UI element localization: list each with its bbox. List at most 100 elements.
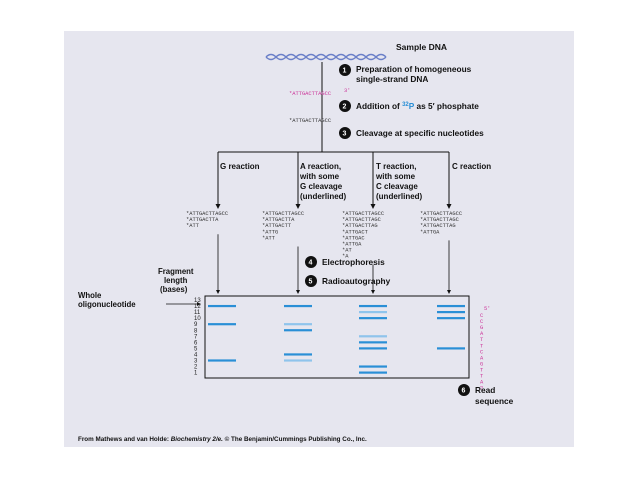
step-1-line-2: single-strand DNA [356,74,428,84]
band-lane-3-len-1 [359,371,387,374]
reaction-arrowhead-4 [446,204,452,209]
read-sequence-letter-11: T [480,374,484,380]
band-lane-2-len-9 [284,323,312,326]
step-6-line-1: Read [475,385,495,395]
reaction-3-seq-5: *ATTGAC [342,235,365,241]
band-lane-3-len-2 [359,365,387,368]
reaction-3-label-1: T reaction, [376,162,416,171]
step-1-line-1: Preparation of homogeneous [356,64,472,74]
whole-label-1: Whole [78,291,102,300]
step-4-label: Electrophoresis [322,257,385,267]
read-sequence-letter-8: A [480,355,484,361]
reaction-2-seq-5: *ATT [262,235,276,241]
length-tick-4: 4 [194,352,198,358]
gel-box [204,295,470,379]
whole-arrow-head [197,302,201,306]
reaction-3-seq-3: *ATTGACTTAG [342,223,378,229]
step-2: 2 Addition of 32P as 5′ phosphate [339,100,479,112]
footer-credit: From Mathews and van Holde: Biochemistry… [78,435,367,443]
reaction-1-label-1: G reaction [220,162,260,171]
read-sequence-letter-7: C [480,349,483,355]
read-sequence-letter-3: G [480,325,483,331]
step-1: 1 Preparation of homogeneous single-stra… [339,64,472,84]
step-5: 5 Radioautography [305,275,391,287]
reaction-3-label-4: (underlined) [376,192,423,201]
reaction-3-label-3: C cleavage [376,182,418,191]
step-3-line-1: Cleavage at specific nucleotides [356,128,484,138]
reaction-2-label-4: (underlined) [300,192,347,201]
band-lane-3-len-7 [359,335,387,338]
band-lane-4-len-12 [437,304,465,308]
reaction-arrowhead-2 [295,204,301,209]
reaction-3-seq-4: *ATTGACT [342,229,369,235]
length-tick-9: 9 [194,322,198,328]
reactions: G reaction *ATTGACTTAGCC *ATTGACTTA *ATT A r… [186,152,491,294]
reaction-3-seq-1: *ATTGACTTAGCC [342,211,384,217]
step-2-pre: Addition of [356,101,402,111]
step-5-number: 5 [309,279,313,286]
reaction-4-seq-2: *ATTGACTTAGC [420,217,459,223]
reaction-1-seq-3: *ATT [186,223,200,229]
read-sequence-letter-6: T [480,343,484,349]
lane-arrowhead-3 [371,290,375,294]
step-6-line-2: sequence [475,396,514,406]
step-1-number: 1 [343,68,347,75]
step-4: 4 Electrophoresis [305,256,385,268]
reaction-2-label-2: with some [299,172,340,181]
step-4-number: 4 [309,260,313,267]
step-5-label: Radioautography [322,276,391,286]
reaction-2-seq-2: *ATTGACTTA [262,217,295,223]
length-tick-10: 10 [194,316,201,322]
read-sequence-letter-1: C [480,313,483,319]
length-tick-11: 11 [194,310,201,316]
length-tick-2: 2 [194,365,198,371]
reaction-3-seq-2: *ATTGACTTAGC [342,217,381,223]
reaction-2-label-1: A reaction, [300,162,341,171]
band-lane-2-len-4 [284,353,312,356]
step-6: 6 Read sequence [458,384,514,406]
dna-helix [265,53,387,61]
length-tick-7: 7 [194,334,198,340]
fragment-label-2: length [164,276,188,285]
band-lane-1-len-3 [208,359,236,362]
strand-sequence: *ATTGACTTAGCC [289,118,331,124]
step-3-number: 3 [343,131,347,138]
sample-dna-label: Sample DNA [396,42,447,52]
read-sequence-letter-2: C [480,319,483,325]
band-lane-3-len-6 [359,341,387,344]
band-lane-1-len-12 [208,304,236,308]
whole-label-2: oligonucleotide [78,300,136,309]
step-6-number: 6 [462,388,466,395]
band-lane-3-len-11 [359,311,387,314]
reaction-3-seq-8: *A [342,254,349,260]
step-2-sup: 32 [402,102,409,108]
read-sequence-letter-9: G [480,361,483,367]
footer-title: Biochemistry 2/e. [171,436,223,443]
fragment-label-1: Fragment [158,267,194,276]
length-tick-3: 3 [194,359,198,365]
length-tick-5: 5 [194,346,198,352]
read-sequence-letter-5: T [480,337,484,343]
reaction-4-seq-3: *ATTGACTTAG [420,223,456,229]
step-2-text: Addition of 32P as 5′ phosphate [356,101,479,111]
length-tick-13: 13 [194,298,201,304]
band-lane-4-len-5 [437,347,465,350]
reaction-arrowhead-1 [215,204,221,209]
band-lane-3-len-10 [359,317,387,320]
band-lane-2-len-3 [284,359,312,362]
footer-post: © The Benjamin/Cummings Publishing Co., … [223,435,367,443]
footer-pre: From Mathews and van Holde: [78,436,171,443]
band-lane-1-len-9 [208,323,236,326]
strand-sequence-pink: *ATTGACTTAGCC [289,91,331,97]
read-sequence-letter-10: T [480,367,484,373]
reaction-2-seq-3: *ATTGACTT [262,223,292,229]
band-lane-3-len-12 [359,304,387,308]
reaction-2-seq-4: *ATTG [262,229,278,235]
read-sequence-letter-4: A [480,331,484,337]
length-tick-12: 12 [194,304,201,310]
gel-bands [208,304,465,374]
fragment-label-3: (bases) [160,285,188,294]
